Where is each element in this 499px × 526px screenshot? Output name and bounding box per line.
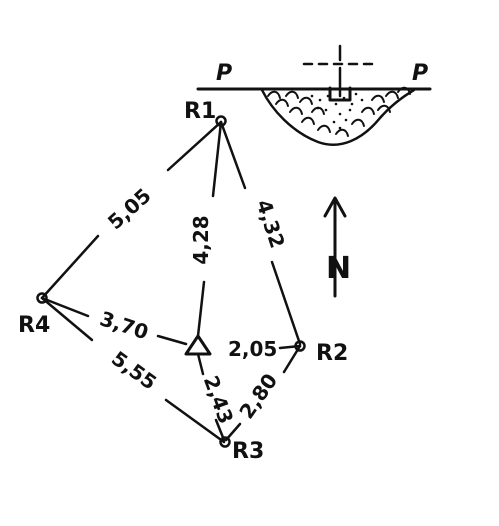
distance-r1-center: 4,28 (189, 215, 213, 264)
station-r3-label: R3 (232, 439, 264, 464)
distance-r4-center: 3,70 (97, 306, 151, 344)
station-r4-marker (36, 292, 48, 304)
line-r4-center-a (40, 296, 90, 318)
pit-marker (328, 86, 352, 102)
line-r1-r2-a (219, 120, 247, 190)
line-r1-center-a (211, 120, 223, 198)
distance-r1-r4: 5,05 (103, 183, 156, 234)
station-r3-marker (219, 436, 231, 448)
profile-label-left: P (216, 61, 232, 86)
stations (36, 115, 306, 448)
station-r4-label: R4 (18, 313, 50, 338)
distance-center-r3: 2,43 (199, 372, 238, 427)
pit-profile: P P (196, 44, 432, 146)
north-arrow: N (323, 196, 351, 298)
north-label: N (326, 251, 351, 286)
station-r2-label: R2 (316, 341, 348, 366)
pit-outline (260, 88, 416, 146)
central-triangle-marker (184, 334, 212, 356)
distance-r4-r3: 5,55 (107, 346, 161, 394)
distance-center-r2: 2,05 (228, 337, 277, 361)
line-center-r3-a (196, 352, 205, 376)
line-r1-r4-b (40, 234, 100, 300)
station-r2-marker (294, 340, 306, 352)
pit-hatching (267, 86, 411, 137)
distance-r1-r2: 4,32 (252, 197, 290, 251)
north-arrow-head (323, 196, 347, 218)
profile-label-right: P (412, 61, 428, 86)
line-center-r3-b (214, 418, 226, 442)
line-r4-center-b (156, 334, 188, 346)
station-r1-label: R1 (184, 99, 216, 124)
station-r1-marker (215, 115, 227, 127)
pit-stipple (310, 92, 364, 130)
line-r1-center-b (196, 280, 206, 338)
line-r1-r2-b (270, 260, 302, 346)
line-r1-r4-a (166, 120, 223, 172)
distance-r2-r3: 2,80 (234, 369, 282, 423)
line-r4-r3-a (40, 296, 94, 342)
line-r4-r3-b (164, 398, 226, 444)
